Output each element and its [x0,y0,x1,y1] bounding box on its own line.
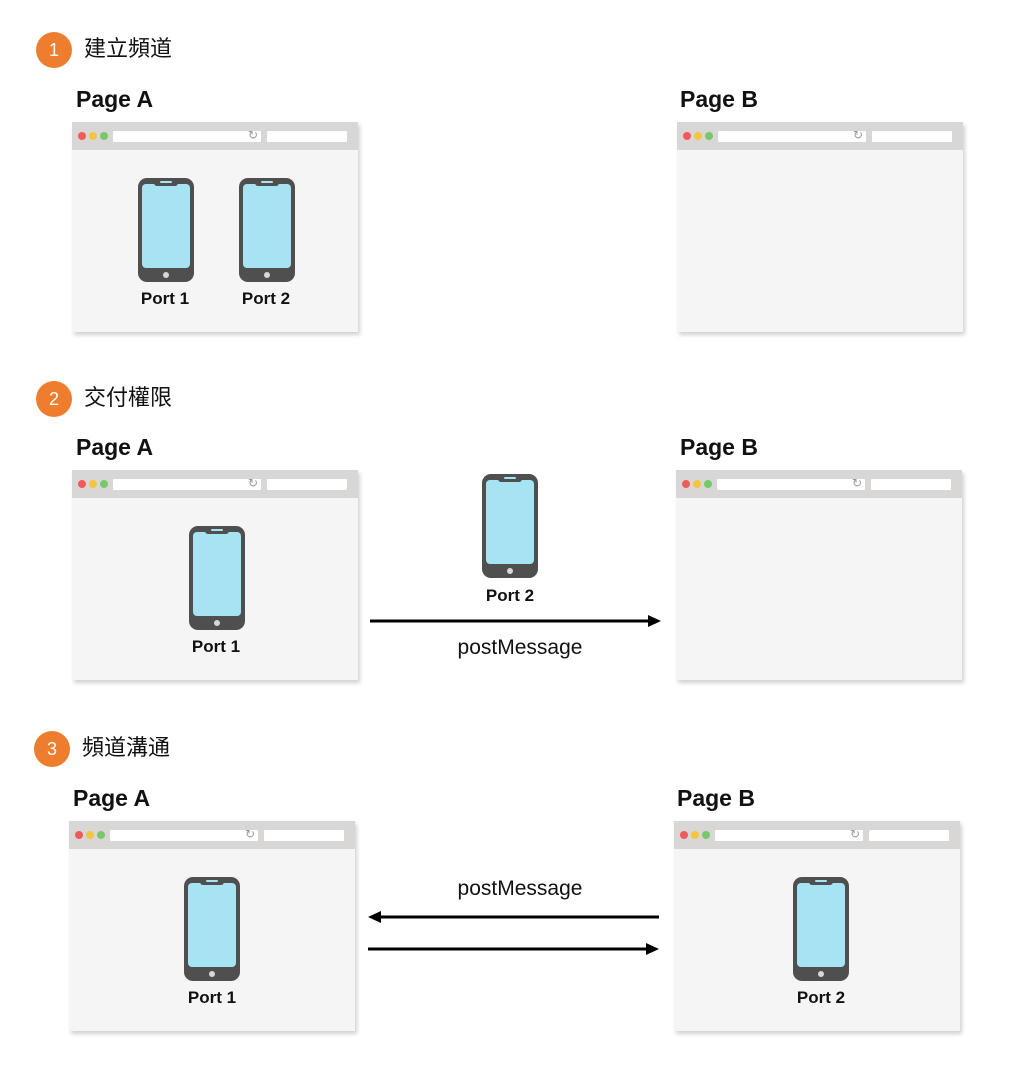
step-3-page-a-browser: ↻ [69,821,355,1031]
step-2-port-1-label: Port 1 [191,637,241,656]
step-1-badge: 1 [36,32,72,68]
search-bar [264,830,344,841]
address-bar: ↻ [718,128,866,142]
phone-icon [138,178,194,282]
phone-icon [482,474,538,578]
address-bar: ↻ [110,827,258,841]
browser-toolbar: ↻ [72,122,358,150]
minimize-dot-icon [694,132,702,140]
minimize-dot-icon [691,831,699,839]
step-2-page-a-browser: ↻ [72,470,358,680]
step-2-title: 交付權限 [84,386,173,411]
right-arrow-icon [370,615,661,627]
minimize-dot-icon [693,480,701,488]
reload-icon: ↻ [851,476,862,490]
step-1-port-1-label: Port 1 [140,289,190,308]
close-dot-icon [78,480,86,488]
search-bar [872,131,952,142]
reload-icon: ↻ [849,827,860,841]
phone-icon [793,877,849,981]
address-bar: ↻ [717,476,865,490]
step-3-badge: 3 [34,731,70,767]
step-1-number: 1 [48,39,59,60]
step-2-page-b-browser: ↻ [676,470,962,680]
reload-icon: ↻ [244,827,255,841]
step-1-port-2-label: Port 2 [241,289,291,308]
step-2-message-label: postMessage [457,636,583,659]
browser-toolbar: ↻ [72,470,358,498]
close-dot-icon [682,480,690,488]
step-2-number: 2 [48,388,59,409]
step-3-message-label: postMessage [457,877,583,900]
browser-toolbar: ↻ [69,821,355,849]
close-dot-icon [75,831,83,839]
browser-toolbar: ↻ [677,122,963,150]
address-bar: ↻ [113,128,261,142]
close-dot-icon [683,132,691,140]
maximize-dot-icon [704,480,712,488]
step-3-port-1-label: Port 1 [187,988,237,1007]
step-2-badge: 2 [36,381,72,417]
maximize-dot-icon [705,132,713,140]
step-1-page-a-browser: ↻ [72,122,358,332]
reload-icon: ↻ [247,128,258,142]
browser-toolbar: ↻ [674,821,960,849]
minimize-dot-icon [89,132,97,140]
step-3-page-a-title: Page A [73,785,151,811]
address-bar: ↻ [113,476,261,490]
search-bar [869,830,949,841]
minimize-dot-icon [89,480,97,488]
step-3-page-b-title: Page B [677,785,755,811]
step-1-page-b-browser: ↻ [677,122,963,332]
reload-icon: ↻ [247,476,258,490]
minimize-dot-icon [86,831,94,839]
right-arrow-icon [368,943,659,955]
step-2-page-a-title: Page A [76,434,154,460]
reload-icon: ↻ [852,128,863,142]
search-bar [267,479,347,490]
search-bar [267,131,347,142]
maximize-dot-icon [100,480,108,488]
phone-icon [239,178,295,282]
step-3-number: 3 [46,738,57,759]
close-dot-icon [78,132,86,140]
search-bar [871,479,951,490]
phone-icon [184,877,240,981]
step-1-title: 建立頻道 [84,37,173,62]
step-2-transfer-port-label: Port 2 [485,586,535,605]
maximize-dot-icon [97,831,105,839]
close-dot-icon [680,831,688,839]
maximize-dot-icon [702,831,710,839]
browser-toolbar: ↻ [676,470,962,498]
left-arrow-icon [368,911,659,923]
step-1-page-a-title: Page A [76,86,154,112]
step-3-title: 頻道溝通 [82,736,171,761]
address-bar: ↻ [715,827,863,841]
step-2-page-b-title: Page B [680,434,758,460]
maximize-dot-icon [100,132,108,140]
step-1-page-b-title: Page B [680,86,758,112]
phone-icon [189,526,245,630]
step-3-port-2-label: Port 2 [796,988,846,1007]
